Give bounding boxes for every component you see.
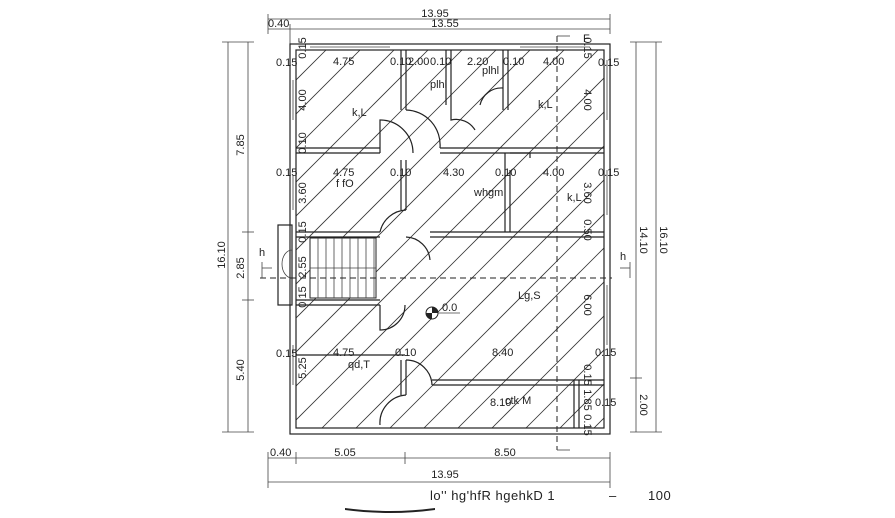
dim-r4-width: 4.75: [333, 347, 354, 359]
dim-r4-mid: 0.10: [395, 347, 416, 359]
dim-r1-mid-d: 2.20: [467, 56, 488, 68]
level-value: 0.0: [442, 302, 457, 314]
dim-v-right-small2: 1.85: [581, 389, 593, 410]
section-marker-left: h: [259, 247, 265, 259]
dim-v-right-small3: 0.15: [581, 414, 593, 435]
room-dimensions-vertical: 0.15 4.00 0.10 3.60 0.15 2.55 0.15 5.25 …: [297, 37, 593, 435]
dim-v-room1: 4.00: [297, 89, 309, 110]
dim-v-wall3: 0.15: [297, 286, 309, 307]
dim-r2-right-wall: 0.15: [598, 167, 619, 179]
room-bed-left: k,L: [352, 107, 367, 119]
dim-v-right-room2: 3.60: [581, 182, 593, 203]
dim-r1-mid-b: 2.00: [408, 56, 429, 68]
staircase: [277, 224, 377, 306]
dim-v-top-right: 0.15: [581, 37, 593, 58]
dim-r1-mid-a: 0.10: [390, 56, 411, 68]
dim-v-right-big: 6.00: [581, 294, 593, 315]
top-dimensions: 13.95 13.55 0.40: [267, 8, 611, 45]
dim-v-right-room1: 4.00: [581, 89, 593, 110]
dim-r1-right-wall: 0.15: [598, 57, 619, 69]
room-hall: whgm: [473, 187, 503, 199]
windows: [292, 46, 608, 385]
dim-r5-width: 8.10: [490, 397, 511, 409]
dim-r4-right-width: 8.40: [492, 347, 513, 359]
dim-right-inner: 14.10: [637, 226, 649, 254]
room-bed-right: k,L: [538, 99, 553, 111]
caption-scale: 100: [648, 488, 671, 503]
dim-v-right-small1: 0.15: [581, 364, 593, 385]
dim-left-mid: 2.85: [235, 257, 247, 278]
dim-r1-mid-c: 0.10: [430, 56, 451, 68]
dim-r2-mid-width: 4.30: [443, 167, 464, 179]
room-office: f fO: [336, 178, 354, 190]
dim-r2-right-width: 4.00: [543, 167, 564, 179]
dim-left-upper: 7.85: [235, 134, 247, 155]
dim-v-top-left: 0.15: [297, 37, 309, 58]
dim-v-wall1: 0.10: [297, 132, 309, 153]
dim-v-wall2: 0.15: [297, 221, 309, 242]
section-marker-top: F: [583, 33, 590, 45]
room-bath-a: plhl: [430, 79, 447, 91]
dim-top-inner: 13.55: [431, 18, 459, 30]
room-dining: qd,T: [348, 359, 370, 371]
dim-r5-right-wall: 0.15: [595, 397, 616, 409]
dim-left-lower: 5.40: [235, 359, 247, 380]
bottom-dimensions: 0.40 5.05 8.50 13.95: [267, 447, 611, 488]
doors: [379, 87, 531, 426]
dim-v-stair: 2.55: [297, 256, 309, 277]
dim-right-total: 16.10: [657, 226, 669, 254]
dim-r4-left-wall: 0.15: [276, 348, 297, 360]
dim-r2-left-wall: 0.15: [276, 167, 297, 179]
dim-bottom-left-span: 5.05: [334, 447, 355, 459]
room-living: Lg,S: [518, 290, 541, 302]
room-kitchen: k,L: [567, 192, 582, 204]
dim-v-right-wall: 0.50: [581, 219, 593, 240]
dim-top-overall: 13.95: [421, 8, 449, 20]
room-bath-b: plhl: [482, 65, 499, 77]
drawing-caption: lo'' hg'hfR hgehkD 1 – 100: [345, 488, 671, 513]
level-mark: 0.0: [425, 302, 460, 320]
section-marker-right: h: [620, 251, 626, 263]
dim-bottom-left-offset: 0.40: [270, 447, 291, 459]
dim-r4-right-wall: 0.15: [595, 347, 616, 359]
caption-text: lo'' hg'hfR hgehkD 1: [430, 488, 555, 503]
left-dimensions: 16.10 7.85 2.85 5.40: [216, 41, 254, 433]
dim-bottom-right-span: 8.50: [494, 447, 515, 459]
dim-r2-mid-b: 0.10: [495, 167, 516, 179]
dim-top-left-offset: 0.40: [268, 18, 289, 30]
room-labels: k,L plhl plhl k,L f fO whgm k,L Lg,S qd,…: [336, 65, 582, 407]
right-dimensions: 14.10 16.10 2.00: [630, 41, 669, 433]
dim-left-total: 16.10: [216, 241, 228, 269]
dim-v-room2: 3.60: [297, 182, 309, 203]
room-dimensions: 0.15 4.75 0.10 2.00 0.10 2.20 0.10 4.00 …: [276, 56, 619, 409]
dim-r2-width: 4.75: [333, 167, 354, 179]
dim-r1-left-wall: 0.15: [276, 57, 297, 69]
dim-bottom-overall: 13.95: [431, 469, 459, 481]
dim-right-lower: 2.00: [637, 394, 649, 415]
room-veranda: ctk M: [505, 395, 531, 407]
outer-walls: [289, 43, 611, 435]
dim-v-room4: 5.25: [297, 357, 309, 378]
section-lines: h h F: [259, 33, 631, 451]
caption-dash: –: [609, 488, 617, 503]
dim-r2-mid-a: 0.10: [390, 167, 411, 179]
dim-r1-width: 4.75: [333, 56, 354, 68]
dim-r1-mid-e: 0.10: [503, 56, 524, 68]
dim-r1-right-width: 4.00: [543, 56, 564, 68]
